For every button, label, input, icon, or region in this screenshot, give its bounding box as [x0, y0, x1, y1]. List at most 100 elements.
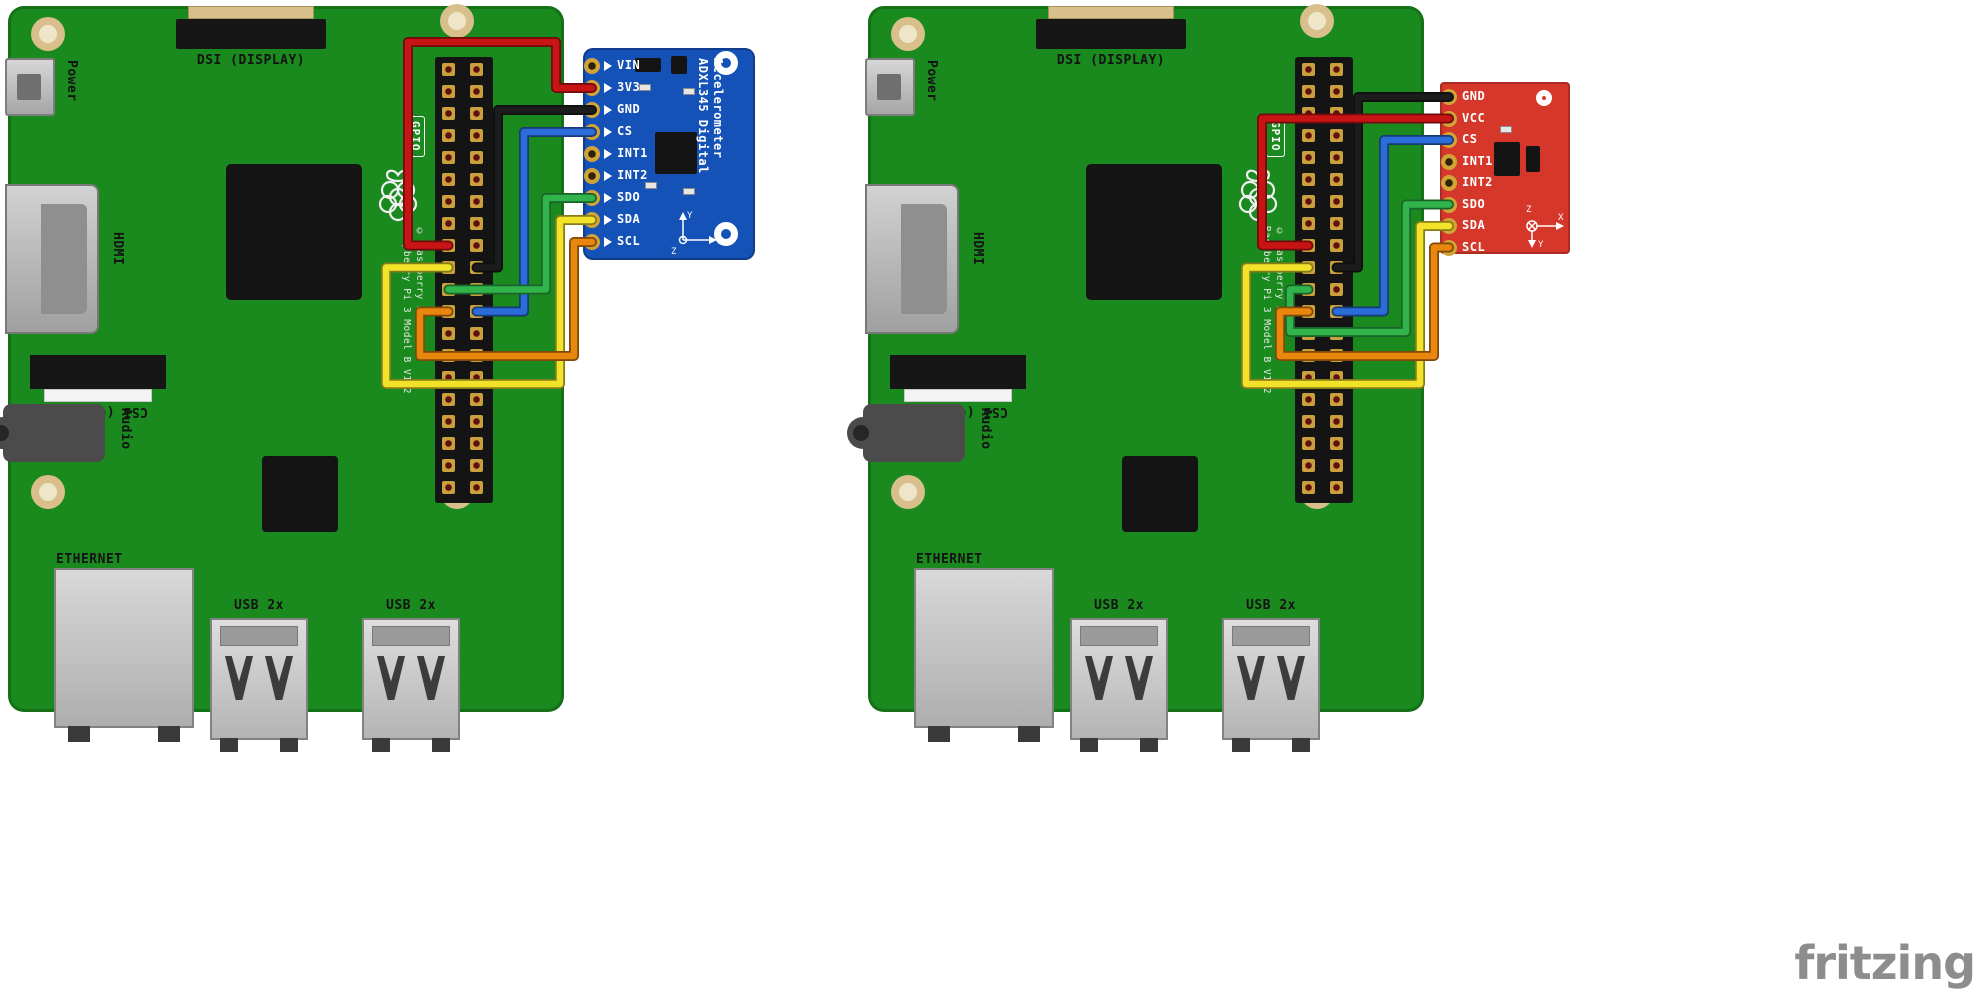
gpio-pin [442, 151, 455, 164]
pin-label: 3V3 [617, 80, 641, 94]
axis-x-label: X [718, 237, 724, 247]
pin-label: SDO [1462, 196, 1486, 211]
dsi-label: DSI (DISPLAY) [1056, 53, 1166, 68]
gpio-pin [1330, 129, 1343, 142]
gpio-pin [1302, 217, 1315, 230]
pin-pad [1441, 175, 1457, 191]
pin-arrow-icon [604, 237, 612, 247]
gpio-pin [1302, 481, 1315, 494]
soc-chip [1086, 164, 1222, 300]
gpio-pin [470, 371, 483, 384]
gpio-pin [470, 393, 483, 406]
gpio-pin [442, 129, 455, 142]
gpio-pin [1330, 283, 1343, 296]
pin-arrow-icon [604, 193, 612, 203]
pin-pad [1441, 132, 1457, 148]
gpio-pin [442, 195, 455, 208]
pin-label: GND [617, 102, 641, 116]
hdmi-connector [5, 184, 99, 334]
mounting-hole [714, 51, 738, 75]
usb-label: USB 2x [1246, 598, 1296, 613]
pin-pad [584, 124, 600, 140]
gpio-pin [442, 63, 455, 76]
gpio-pin [470, 305, 483, 318]
gpio-pin [1302, 371, 1315, 384]
gpio-pin [442, 283, 455, 296]
usb-label: USB 2x [234, 598, 284, 613]
gpio-pin [470, 283, 483, 296]
axis-y-label: Y [687, 211, 693, 221]
gpio-pin [442, 349, 455, 362]
gpio-pin [470, 173, 483, 186]
pin-label: INT2 [1462, 175, 1493, 189]
gpio-pin [1302, 283, 1315, 296]
usb-label: USB 2x [1094, 598, 1144, 613]
pin-pad [584, 234, 600, 250]
usb-tongue [1232, 626, 1310, 646]
dsi-label: DSI (DISPLAY) [196, 53, 306, 68]
pin-pad [584, 146, 600, 162]
usb-contact [417, 656, 445, 700]
board-title: Raspberry Pi 3 Model B V1.2 © Raspberry … [1260, 226, 1286, 411]
mounting-hole [891, 475, 925, 509]
gpio-pin [1330, 63, 1343, 76]
pin-pad [584, 190, 600, 206]
gpio-pin [1302, 85, 1315, 98]
hdmi-label: HDMI [970, 232, 985, 266]
dsi-connector-latch [1036, 19, 1186, 49]
smd-component [671, 56, 687, 74]
pin-label: SDO [617, 190, 641, 204]
gpio-pin [1330, 327, 1343, 340]
gpio-pin [470, 481, 483, 494]
gpio-pin [1302, 173, 1315, 186]
gpio-pin [1330, 217, 1343, 230]
gpio-pin [442, 437, 455, 450]
pin-arrow-icon [604, 105, 612, 115]
mounting-hole [31, 475, 65, 509]
gpio-pin [442, 327, 455, 340]
pin-label: INT2 [617, 168, 648, 182]
dsi-connector-latch [176, 19, 326, 49]
power-connector [865, 58, 915, 116]
gpio-pin [1302, 239, 1315, 252]
mounting-hole [1536, 90, 1552, 106]
pin-arrow-icon [604, 171, 612, 181]
usb-tongue [220, 626, 298, 646]
pin-pad [584, 168, 600, 184]
pin-pad [584, 102, 600, 118]
gpio-pin [1330, 107, 1343, 120]
gpio-pin [1330, 481, 1343, 494]
gpio-pin [1302, 129, 1315, 142]
pin-pad [1441, 218, 1457, 234]
controller-chip [262, 456, 338, 532]
pin-arrow-icon [604, 149, 612, 159]
adxl345-ic [655, 132, 697, 174]
raspberry-pi-logo-icon [1238, 169, 1278, 222]
axis-y-label: Y [1538, 240, 1544, 250]
audio-label: Audio [978, 408, 993, 450]
pin-pad [1441, 239, 1457, 256]
gpio-pin [470, 261, 483, 274]
gpio-pin [1302, 327, 1315, 340]
pin-arrow-icon [604, 215, 612, 225]
gpio-pin [470, 239, 483, 252]
axis-x-label: X [1558, 213, 1564, 223]
gpio-pin [1302, 63, 1315, 76]
usb-contact [1237, 656, 1265, 700]
usb-contact [377, 656, 405, 700]
csi-connector [890, 355, 1026, 389]
gpio-pin [1330, 371, 1343, 384]
gpio-pin [442, 217, 455, 230]
gpio-label: GPIO [406, 116, 425, 157]
gpio-pin [1330, 393, 1343, 406]
board-title-line: Raspberry Pi 3 Model B V1.2 [401, 226, 412, 394]
smd-component [683, 88, 695, 95]
soc-chip [226, 164, 362, 300]
usb-port [1070, 618, 1168, 752]
board-title-line: Raspberry Pi 3 Model B V1.2 [1261, 226, 1272, 394]
gpio-pin [1330, 437, 1343, 450]
dsi-connector [188, 6, 314, 19]
smd-component [683, 188, 695, 195]
